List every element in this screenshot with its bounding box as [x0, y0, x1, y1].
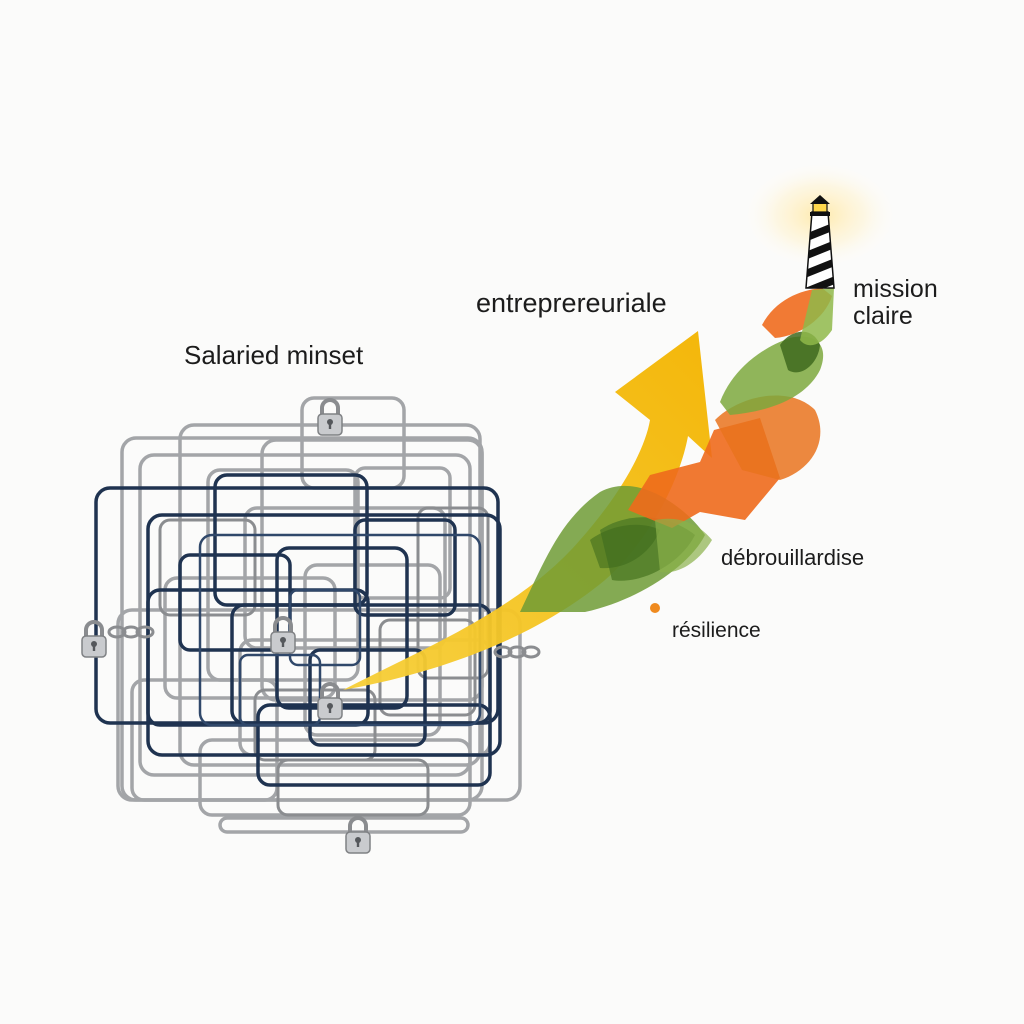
- chain-link-icon: [107, 625, 541, 659]
- growth-shapes: [520, 288, 834, 613]
- entrepreneurial-label: entreprereuriale: [476, 288, 667, 318]
- debrouillardise-label: débrouillardise: [721, 545, 865, 570]
- padlock-icon-top: [316, 398, 344, 437]
- lighthouse-icon: [740, 160, 900, 289]
- tangled-maze: [94, 396, 522, 834]
- salaried-mindset-label: Salaried minset: [184, 340, 364, 370]
- padlock-icon-left: [80, 620, 108, 659]
- mission-label-line2: claire: [853, 302, 913, 330]
- mission-claire-label: mission claire: [853, 276, 938, 330]
- padlock-icon-bottom: [344, 816, 372, 855]
- mission-label-line1: mission: [853, 275, 938, 303]
- resilience-label: résilience: [672, 619, 761, 642]
- padlock-icon-center: [269, 616, 297, 655]
